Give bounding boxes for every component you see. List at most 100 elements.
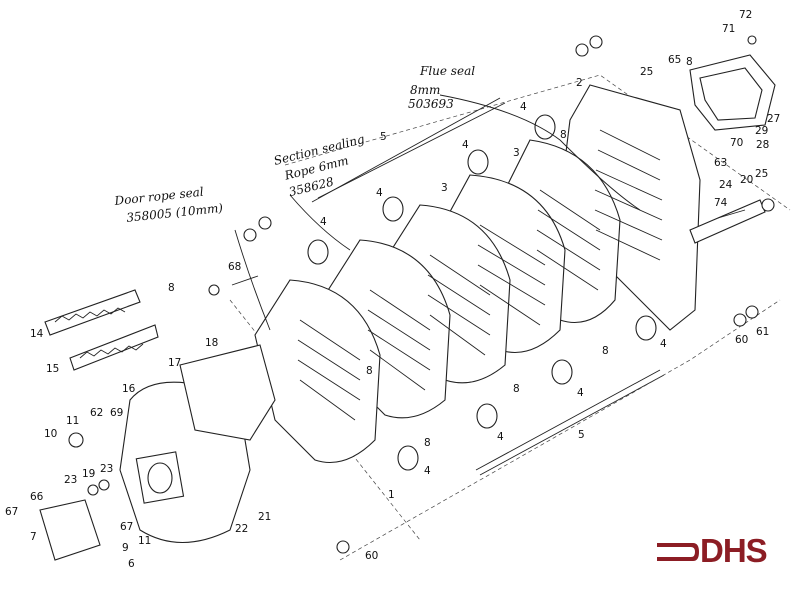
- part-label: 23: [100, 463, 113, 475]
- part-label: 8: [424, 437, 431, 449]
- washer: [761, 198, 775, 212]
- gaskets: [44, 289, 159, 371]
- part-label: 11: [66, 415, 79, 427]
- gasket-15-zigzag: [79, 343, 144, 359]
- part-label: 4: [462, 139, 469, 151]
- annotation-line: 8mm: [410, 83, 440, 97]
- nut: [336, 540, 350, 554]
- nut: [258, 216, 272, 230]
- part-label: 5: [578, 429, 585, 441]
- part-label: 8: [602, 345, 609, 357]
- part-label: 16: [122, 383, 136, 395]
- part-label: 68: [228, 261, 241, 273]
- part-label: 8: [168, 282, 175, 294]
- part-label: 7: [30, 531, 37, 543]
- part-label: 66: [30, 491, 44, 503]
- gasket-14: [44, 289, 141, 336]
- part-label: 4: [320, 216, 327, 228]
- plug: [382, 196, 404, 222]
- washer: [68, 432, 84, 448]
- part-label: 21: [258, 511, 271, 523]
- plug: [397, 445, 419, 471]
- section-seal-leader: [289, 194, 351, 251]
- gasket-plate: [39, 499, 101, 561]
- bolt-68: [231, 275, 259, 286]
- plug: [635, 315, 657, 341]
- part-label: 18: [205, 337, 218, 349]
- bottom-rail: [689, 199, 766, 244]
- nut: [208, 284, 220, 296]
- fins-1: [367, 289, 431, 391]
- annotation-section-sealing: Section sealing Rope 6mm 358628: [272, 132, 366, 199]
- part-label: 72: [739, 9, 752, 21]
- part-label: 4: [577, 387, 584, 399]
- part-label: 62: [90, 407, 103, 419]
- part-label: 10: [44, 428, 57, 440]
- nut: [745, 305, 759, 319]
- boiler-sections: [254, 84, 701, 464]
- part-label: 60: [735, 334, 748, 346]
- part-label: 14: [30, 328, 44, 340]
- part-label: 24: [719, 179, 733, 191]
- gasket-15: [69, 324, 159, 371]
- part-label: 4: [660, 338, 667, 350]
- nut: [575, 43, 589, 57]
- annotation-door-rope: Door rope seal 358005 (10mm): [113, 185, 224, 225]
- part-label: 74: [714, 197, 728, 209]
- part-label: 25: [755, 168, 768, 180]
- part-label: 4: [520, 101, 527, 113]
- plug: [551, 359, 573, 385]
- nut: [747, 35, 757, 45]
- part-label: 70: [730, 137, 743, 149]
- tie-rod-top-b: [317, 102, 506, 199]
- part-label: 8: [366, 365, 373, 377]
- washer: [98, 479, 110, 491]
- nut: [243, 228, 257, 242]
- part-label: 11: [138, 535, 151, 547]
- annotation-line: Flue seal: [419, 64, 475, 78]
- part-label: 8: [686, 56, 693, 68]
- part-label: 9: [122, 542, 129, 554]
- part-label: 27: [767, 113, 780, 125]
- annotation-flue-seal: Flue seal 8mm 503693: [408, 64, 475, 111]
- burner-hole: [147, 462, 173, 494]
- fins-3: [477, 224, 546, 326]
- plug: [307, 239, 329, 265]
- insulation-panel: [179, 344, 276, 441]
- part-label: 69: [110, 407, 123, 419]
- tie-rod-bottom: [475, 369, 661, 471]
- part-label: 63: [714, 157, 727, 169]
- fins-back: [594, 129, 663, 261]
- part-label: 67: [120, 521, 133, 533]
- front-door: [39, 344, 276, 561]
- annotation-line: 503693: [408, 97, 454, 111]
- fins-front: [297, 319, 361, 421]
- fasteners: [68, 35, 775, 554]
- part-label: 23: [64, 474, 77, 486]
- part-label: 6: [128, 558, 135, 570]
- part-label: 28: [756, 139, 769, 151]
- part-label: 2: [576, 77, 583, 89]
- plug: [467, 149, 489, 175]
- part-labels: 72 71 8 65 25 2 27 29 28 70 63 20 25 24 …: [5, 9, 780, 570]
- part-label: 71: [722, 23, 735, 35]
- part-label: 17: [168, 357, 181, 369]
- front-section: [254, 279, 381, 464]
- flue-cover: [689, 54, 776, 131]
- part-label: 3: [441, 182, 448, 194]
- plug: [476, 403, 498, 429]
- part-label: 8: [560, 129, 567, 141]
- nut: [589, 35, 603, 49]
- part-label: 5: [380, 131, 387, 143]
- part-label: 25: [640, 66, 653, 78]
- washer: [87, 484, 99, 496]
- part-label: 1: [388, 489, 395, 501]
- fins-2: [427, 254, 491, 356]
- part-label: 19: [82, 468, 95, 480]
- part-label: 67: [5, 506, 18, 518]
- part-label: 4: [376, 187, 383, 199]
- part-label: 20: [740, 174, 753, 186]
- part-label: 3: [513, 147, 520, 159]
- tie-rod-bottom-b: [479, 374, 665, 476]
